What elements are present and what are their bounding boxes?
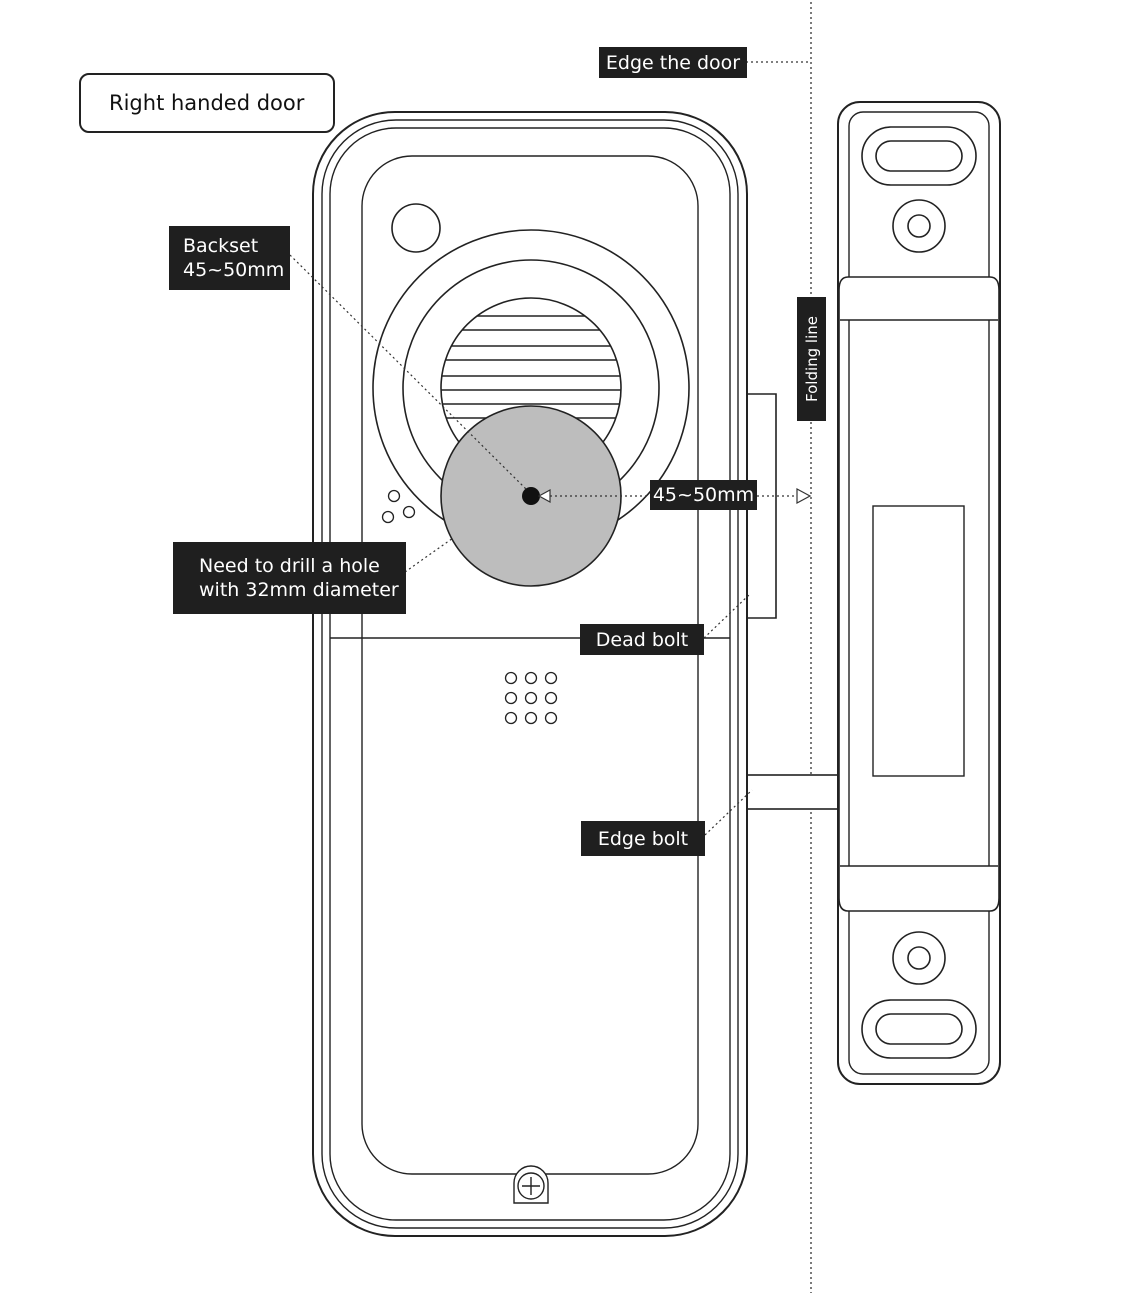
backset-label: Backset 45~50mm xyxy=(169,226,290,290)
strike-box xyxy=(839,277,999,911)
backset-label-line2: 45~50mm xyxy=(183,258,290,282)
dead-bolt-label: Dead bolt xyxy=(580,624,704,655)
arrow-right-icon xyxy=(797,489,810,503)
lock-body-outer xyxy=(313,112,747,1236)
distance-label: 45~50mm xyxy=(650,480,757,510)
folding-line-text: Folding line xyxy=(803,316,821,402)
drill-hole-label: Need to drill a hole with 32mm diameter xyxy=(173,542,406,614)
folding-line-label: Folding line xyxy=(797,297,826,421)
drill-hole-label-line2: with 32mm diameter xyxy=(199,578,406,602)
title-box: Right handed door xyxy=(79,73,335,133)
backset-label-line1: Backset xyxy=(183,234,290,258)
edge-the-door-label: Edge the door xyxy=(599,47,747,78)
drill-center-dot xyxy=(522,487,540,505)
edge-bolt-label: Edge bolt xyxy=(581,821,705,856)
drill-hole-label-line1: Need to drill a hole xyxy=(199,554,406,578)
